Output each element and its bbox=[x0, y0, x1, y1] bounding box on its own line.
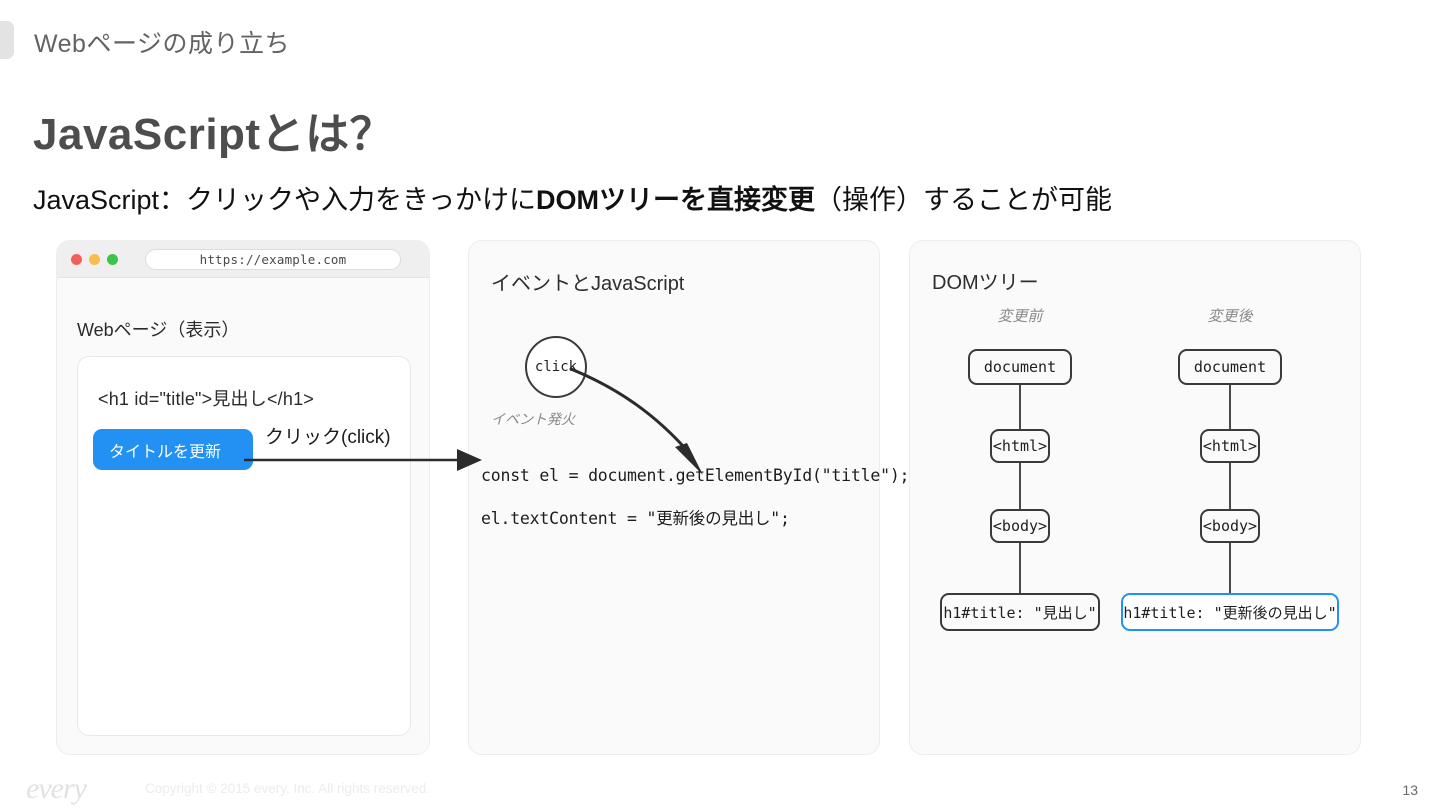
minimize-dot-icon[interactable] bbox=[89, 254, 100, 265]
page-title: JavaScriptとは？ bbox=[33, 110, 395, 159]
browser-mock-panel: https://example.com Webページ（表示） <h1 id="t… bbox=[56, 240, 430, 755]
update-title-button[interactable]: タイトルを更新 bbox=[93, 429, 253, 470]
event-to-code-curve-arrow-icon bbox=[569, 367, 703, 475]
node-h1-before: h1#title: "見出し" bbox=[940, 593, 1100, 631]
node-h1-after-highlighted: h1#title: "更新後の見出し" bbox=[1121, 593, 1339, 631]
tree-edge bbox=[1229, 385, 1231, 429]
address-bar-input[interactable]: https://example.com bbox=[145, 249, 401, 270]
event-js-panel: イベントとJavaScript click イベント発火 const el = … bbox=[468, 240, 909, 755]
page-number: 13 bbox=[1402, 782, 1418, 798]
browser-viewport: Webページ（表示） <h1 id="title">見出し</h1> タイトルを… bbox=[57, 278, 429, 754]
browser-titlebar: https://example.com bbox=[57, 241, 429, 278]
breadcrumb-eyebrow: Webページの成り立ち bbox=[34, 30, 290, 58]
page-subtitle: JavaScript：クリックや入力をきっかけにDOMツリーを直接変更（操作）す… bbox=[33, 178, 1112, 217]
maximize-dot-icon[interactable] bbox=[107, 254, 118, 265]
rendered-page-card: <h1 id="title">見出し</h1> タイトルを更新 bbox=[77, 356, 411, 736]
js-code-line-2: el.textContent = "更新後の見出し"; bbox=[481, 509, 790, 528]
js-code-line-1: const el = document.getElementById("titl… bbox=[481, 466, 910, 485]
event-panel-title: イベントとJavaScript bbox=[491, 273, 685, 295]
webpage-display-label: Webページ（表示） bbox=[77, 320, 240, 340]
dom-panel-title: DOMツリー bbox=[932, 272, 1039, 294]
header-accent-bar bbox=[0, 21, 14, 59]
dom-tree-panel: DOMツリー 変更前 document <html> <body> h1#tit… bbox=[909, 240, 1361, 755]
node-document-before: document bbox=[968, 349, 1072, 385]
tree-edge bbox=[1019, 463, 1021, 509]
click-flow-arrow-icon bbox=[244, 449, 482, 471]
node-html-before: <html> bbox=[990, 429, 1050, 463]
click-event-circle: click bbox=[525, 336, 587, 398]
node-document-after: document bbox=[1178, 349, 1282, 385]
tree-before-label: 変更前 bbox=[997, 308, 1043, 325]
node-body-before: <body> bbox=[990, 509, 1050, 543]
subtitle-text-bold: DOMツリーを直接変更 bbox=[535, 185, 815, 215]
click-connector-label: クリック(click) bbox=[265, 427, 391, 448]
every-logo: every bbox=[26, 772, 87, 805]
tree-edge bbox=[1019, 543, 1021, 593]
tree-edge bbox=[1229, 463, 1231, 509]
node-html-after: <html> bbox=[1200, 429, 1260, 463]
tree-after-label: 変更後 bbox=[1207, 308, 1253, 325]
subtitle-text-2: （操作）することが可能 bbox=[814, 185, 1112, 215]
node-body-after: <body> bbox=[1200, 509, 1260, 543]
copyright-text: Copyright © 2015 every, Inc. All rights … bbox=[145, 781, 431, 796]
subtitle-text-1: JavaScript：クリックや入力をきっかけに bbox=[33, 185, 536, 215]
h1-markup-text: <h1 id="title">見出し</h1> bbox=[98, 389, 315, 409]
tree-edge bbox=[1229, 543, 1231, 593]
event-fire-label: イベント発火 bbox=[491, 411, 575, 427]
close-dot-icon[interactable] bbox=[71, 254, 82, 265]
tree-edge bbox=[1019, 385, 1021, 429]
